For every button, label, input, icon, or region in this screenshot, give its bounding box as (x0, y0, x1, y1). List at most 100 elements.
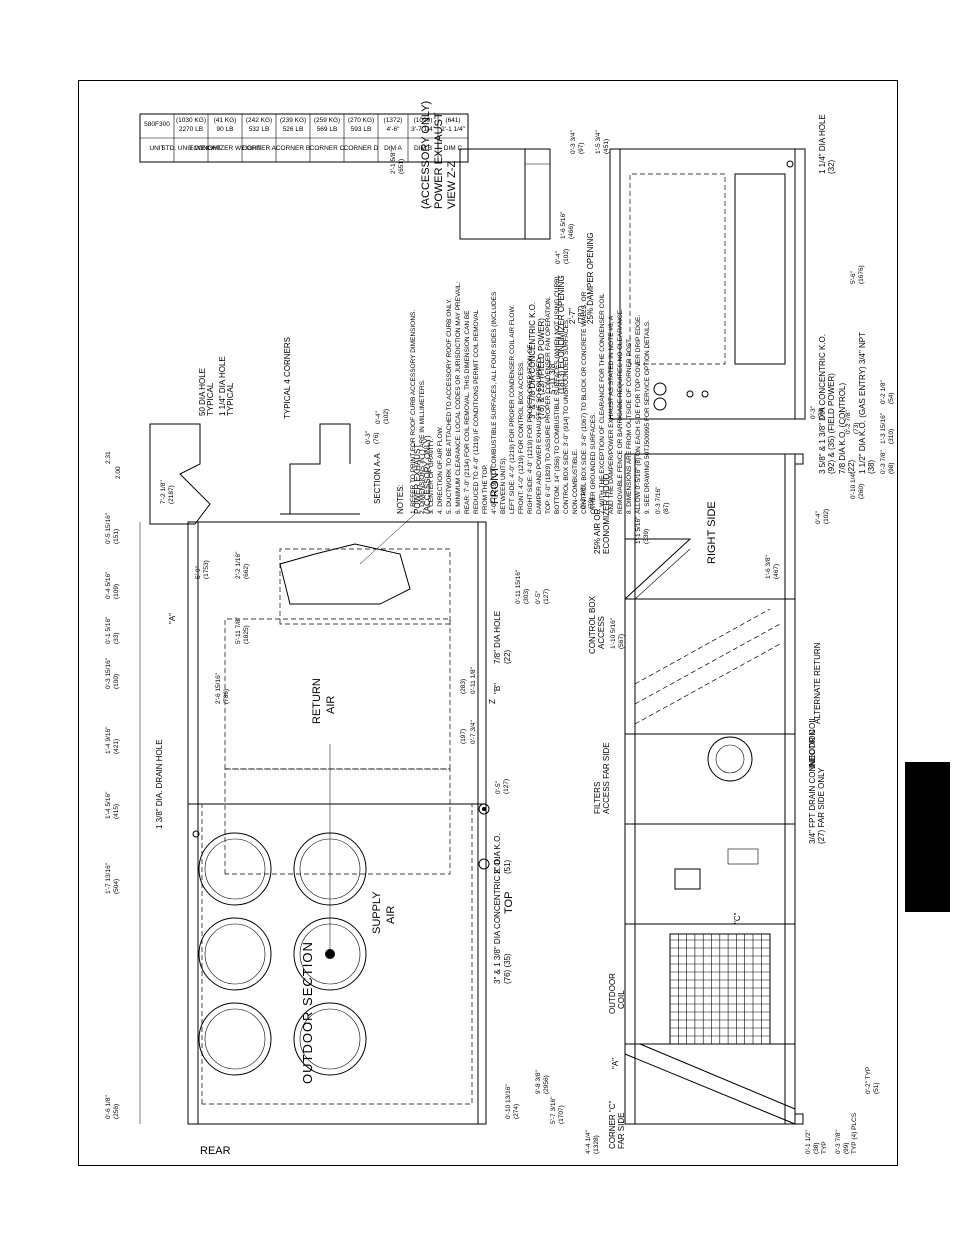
ko-gas-2: (38) (867, 459, 876, 474)
fpt-drain-1: 3/4" FPT DRAIN CONNECTION (808, 730, 817, 844)
eco-opening (629, 173, 726, 365)
filters-1: FILTERS (593, 782, 602, 814)
power-exhaust-shape (279, 543, 411, 605)
dim-t5: (1707) (558, 1105, 565, 1124)
sdim-5: TYP (4) PLCS (851, 1112, 858, 1154)
sec-d3mm: (76) (373, 432, 380, 444)
sdim-18: 0'-3 1/8" (580, 485, 587, 509)
ko-358-icon (653, 382, 667, 396)
ko-378-icon (653, 397, 667, 411)
supply-air-label-2: AIR (385, 906, 397, 924)
sdim-7: (51) (873, 1082, 880, 1094)
supply-dashed (224, 768, 451, 875)
side-view-outline (624, 453, 796, 1125)
table-value-cell: (259 KG) (314, 117, 340, 124)
ko-control-1: 7/8 DIA K.O. (CONTROL) (838, 383, 847, 474)
note-line: BOTTOM: 14" (356) TO COMBUSTIBLE SURFACE… (554, 274, 561, 514)
sdim-12: 1'-6 3/8" (765, 555, 772, 579)
dim-t3: (274) (513, 1104, 520, 1119)
section-aa-title: SECTION A-A (373, 453, 382, 504)
rdim-5: (1676) (858, 265, 865, 284)
hole-114-1: 1 1/4" DIA HOLE (818, 114, 827, 174)
ko-concentric-label: 3" & 1 3/8" DIA CONCENTRIC K.O. (493, 857, 502, 984)
rdim-12: 0'-3 7/8" (880, 450, 887, 474)
zdim-2: 1'-6 5/16" (560, 211, 567, 239)
table-header-cell: CORNER B (276, 145, 310, 152)
rdim-6: 0'-3" (810, 405, 817, 419)
indoor-coil-label: INDOOR COIL (808, 716, 817, 769)
dim-t0: 0'-6 1/8" (105, 1095, 112, 1119)
dim-t27: (1753) (203, 560, 210, 579)
dim-t35: (197) (460, 729, 467, 744)
corner-c-2: FAR SIDE (617, 1113, 626, 1149)
table-header-cell: DIM B (414, 145, 432, 152)
zz-subtitle-2: (ACCESSORY ONLY) (420, 101, 432, 209)
table-value-cell: 569 LB (317, 126, 338, 133)
dim-t14: 0'-1 5/16" (105, 616, 112, 644)
ko-concentric-icon (478, 803, 490, 815)
sdim-9: (1328) (593, 1135, 600, 1154)
dim-t8: 1'-4 5/16" (105, 791, 112, 819)
hood-shape (624, 538, 692, 600)
rdim-16: 0'-2 1/8" (880, 380, 887, 404)
table-value-cell: (1099) (414, 117, 433, 124)
top-dims: 0'-6 1/8" (256) 0'-10 13/16" (274) 5'-7 … (105, 480, 565, 1124)
table-header-cell: CORNER C (310, 145, 345, 152)
zz-box (459, 148, 526, 240)
sdim-13: (467) (773, 564, 780, 579)
return-dashed (224, 618, 451, 770)
return-air-label-2: AIR (325, 696, 337, 714)
note-line: 4. DIRECTION OF AIR FLOW. (437, 426, 444, 514)
zdim-3: (466) (568, 224, 575, 239)
top-view: REAR FRONT OUTDOOR SECTION SUPPLY AIR RE… (155, 435, 515, 1157)
sdim-8: 4'-4 1/4" (585, 1130, 592, 1154)
fan-1 (198, 1002, 272, 1076)
dim-t13: (100) (113, 674, 120, 689)
dim-t30: 9'-8 3/8" (535, 1070, 542, 1094)
foot-1 (794, 1113, 804, 1125)
fan-4 (293, 1002, 367, 1076)
zz-subtitle: POWER EXHAUST (433, 112, 445, 209)
alt-return-label: ALTERNATE RETURN (813, 642, 822, 724)
dim-t15: (33) (113, 632, 120, 644)
outdoor-coil-2: COIL (617, 990, 626, 1009)
rdim-13: (98) (888, 462, 895, 474)
typical-4-corners: TYPICAL 4 CORNERS (283, 337, 292, 419)
table-value-cell: 532 LB (249, 126, 270, 133)
control-box-2: ACCESS (597, 616, 606, 649)
dim-t32: 0'-11 1/8" (470, 666, 477, 694)
ko-378-1: 3" & 7/8 DIA CONCENTRIC K.O. (528, 302, 537, 419)
dim-t37: (127) (503, 779, 510, 794)
side-view: RIGHT SIDE OUTDOOR COIL FILTERS ACCESS F… (580, 453, 880, 1154)
rdim-0: 0'-3 3/4" (570, 130, 577, 154)
table-header-cell: DIM C (444, 145, 463, 152)
note-line: 4'-0" (1219) TO COMBUSTIBLE SURFACES, AL… (491, 291, 498, 514)
sdim-21: (102) (823, 509, 830, 524)
right-view-outline (609, 148, 806, 420)
ko-gas-icon (701, 390, 709, 398)
note-line: FRONT: 4'-0" (1219) FOR CONTROL BOX ACCE… (518, 361, 525, 514)
sec-d2: 2.31 (105, 451, 112, 464)
table-header-cell: ECONOMIZER WEIGHT (189, 145, 261, 152)
hole-114-icon (786, 160, 794, 168)
hood-inner (634, 548, 691, 600)
side-mark-a: "A" (611, 1058, 620, 1069)
coil-grid (669, 933, 771, 1045)
note-line: FROM THE TOP. (482, 464, 489, 514)
table-unit-cell: 580F300 (144, 121, 170, 128)
table-value-cell: 4'-6" (387, 126, 401, 133)
section-tab (905, 762, 950, 912)
sdim-14: 1'-1 5/16" (635, 516, 642, 544)
table-header-cell: CORNER D (344, 145, 379, 152)
zz-inner (524, 163, 550, 224)
drawing-svg: REAR FRONT OUTDOOR SECTION SUPPLY AIR RE… (105, 101, 895, 1157)
table-header-cell: STD. UNIT WEIGHT (161, 145, 220, 152)
sdim-1: (38) (813, 1142, 820, 1154)
table-value-cell: 3'-7 1/4" (411, 126, 435, 133)
sdim-19: (79) (588, 497, 595, 509)
table-header-cell: UNIT (149, 145, 164, 152)
sdim-3: 0'-3 7/8" (835, 1130, 842, 1154)
blower-hub (715, 744, 745, 774)
